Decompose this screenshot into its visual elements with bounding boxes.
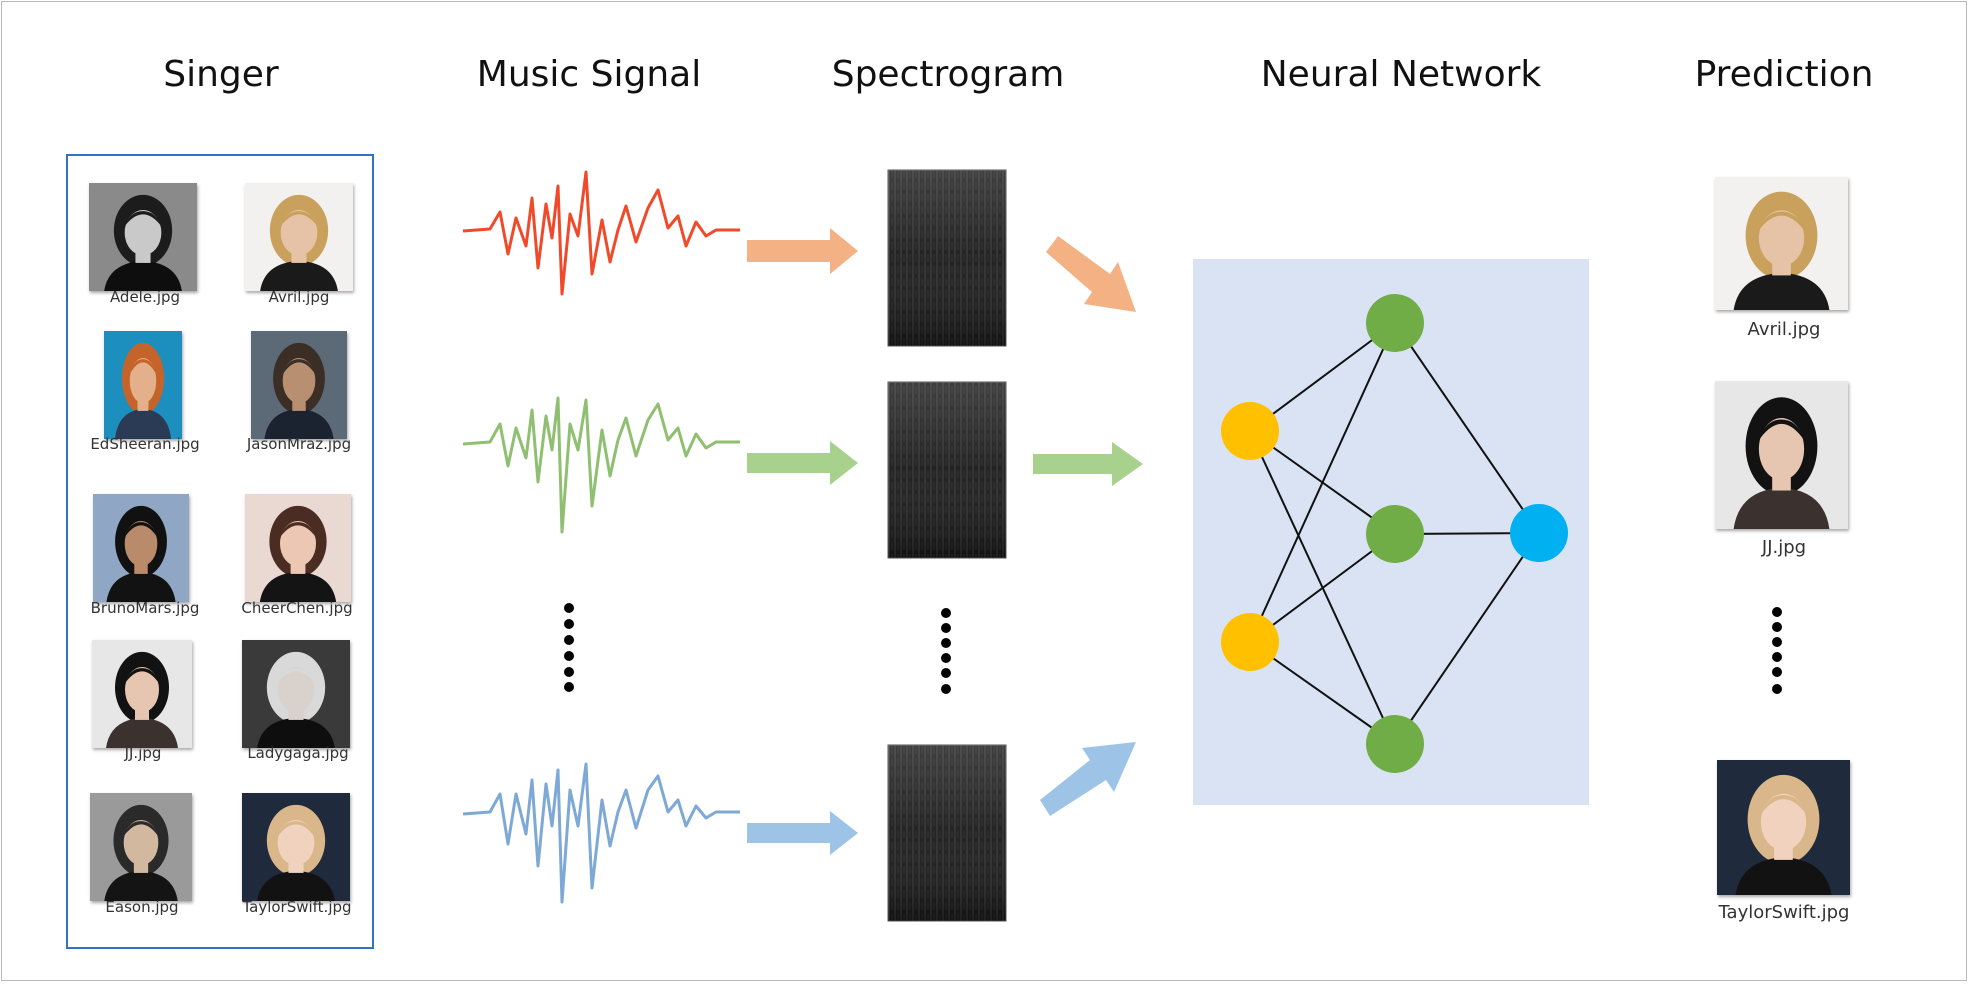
input-node-1 [1221,402,1279,460]
prediction-ellipsis [1772,607,1782,694]
input-node-2 [1221,613,1279,671]
singer-caption-eason: Eason.jpg [105,898,179,916]
singer-photo-brunomars [93,494,189,602]
arrow-signal-to-spectrogram-1 [747,228,858,274]
singer-photo-edsheeran [104,331,182,439]
arrow-spectrogram-to-network-1 [1046,236,1136,312]
spectrogram-ellipsis [941,608,951,694]
music-signal-blue [462,762,740,904]
singer-caption-jj: JJ.jpg [124,744,162,762]
prediction-caption-jj: JJ.jpg [1761,537,1807,558]
singer-caption-adele: Adele.jpg [109,288,181,306]
singer-photo-cheerchen [245,494,351,602]
singer-photo-jj [92,640,192,748]
prediction-caption-taylorswift: TaylorSwift.jpg [1718,902,1850,923]
singer-dataset-box [66,154,374,949]
arrow-signal-to-spectrogram-2 [747,441,858,485]
singer-caption-cheerchen: CheerChen.jpg [241,599,353,617]
singer-photo-taylorswift [242,793,350,901]
spectrogram-3 [887,744,1007,922]
singer-photo-eason [90,793,192,901]
singer-caption-taylorswift: TaylorSwift.jpg [242,898,352,916]
hidden-node-3 [1366,715,1424,773]
output-node [1510,504,1568,562]
spectrogram-1 [887,169,1007,347]
singer-caption-jasonmraz: JasonMraz.jpg [246,435,352,453]
singer-caption-edsheeran: EdSheeran.jpg [90,435,200,453]
spectrogram-2 [887,381,1007,559]
network-connections [1249,322,1540,745]
arrow-signal-to-spectrogram-3 [747,811,858,855]
singer-photo-ladygaga [242,640,350,748]
arrow-spectrogram-to-network-2 [1033,442,1143,486]
music-signal-green [462,396,740,534]
singer-photo-adele [89,183,197,291]
singer-caption-brunomars: BrunoMars.jpg [90,599,200,617]
prediction-photo-taylorswift [1717,760,1850,895]
singer-column-title: Singer [163,54,279,95]
singer-caption-ladygaga: Ladygaga.jpg [247,744,349,762]
singer-photo-avril [245,183,353,291]
prediction-photo-jj [1715,381,1848,529]
hidden-node-2 [1366,505,1424,563]
music-signal-column-title: Music Signal [476,54,702,95]
prediction-photo-avril [1715,177,1848,310]
music-signal-ellipsis [564,603,574,692]
neural-network-column-title: Neural Network [1260,54,1542,95]
music-signal-red [462,170,740,296]
prediction-caption-avril: Avril.jpg [1747,319,1821,340]
spectrogram-column-title: Spectrogram [831,54,1065,95]
prediction-column-title: Prediction [1694,54,1874,95]
arrow-spectrogram-to-network-3 [1040,742,1136,816]
singer-caption-avril: Avril.jpg [268,288,330,306]
singer-photo-jasonmraz [251,331,347,439]
hidden-node-1 [1366,294,1424,352]
